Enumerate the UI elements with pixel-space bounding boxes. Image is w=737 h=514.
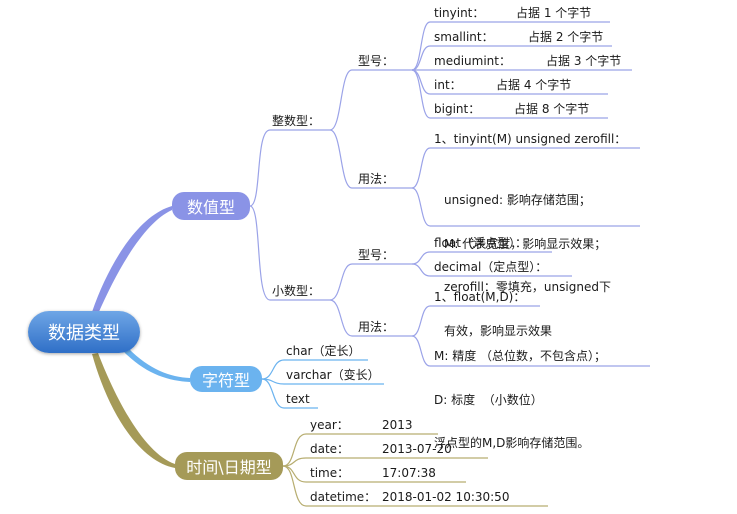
decimal-node: 小数型： [272, 284, 321, 298]
usage-line: zerofill：零填充，unsigned下 [444, 280, 611, 294]
string-item: char（定长） [286, 344, 361, 358]
int-type-desc: 占据 2 个字节 [528, 30, 604, 44]
string-subtree-lines [261, 359, 384, 409]
numeric-node: 数值型 [172, 192, 250, 220]
datetime-item-example: 2013-07-20 [382, 442, 452, 456]
usage-line: M: 代表宽度，影响显示效果； [444, 236, 607, 251]
decimal-usage-label: 用法： [358, 320, 395, 334]
integer-usage-lines: unsigned: 影响存储范围； M: 代表宽度，影响显示效果； zerofi… [444, 164, 611, 353]
integer-node: 整数型： [272, 114, 321, 128]
int-type-name: bigint： [434, 102, 481, 116]
int-type-name: smallint： [434, 30, 494, 44]
int-type-name: int： [434, 78, 462, 92]
numeric-subtree-lines [249, 21, 650, 367]
usage-line: D: 标度 （小数位） [434, 392, 543, 407]
datetime-subtree-lines [282, 433, 548, 507]
usage-line: M: 精度 （总位数，不包含点）； [434, 349, 607, 363]
int-type-desc: 占据 8 个字节 [514, 102, 590, 116]
usage-line: unsigned: 影响存储范围； [444, 193, 591, 207]
datetime-item-example: 2018-01-02 10:30:50 [382, 490, 510, 504]
integer-usage-label: 用法： [358, 172, 395, 186]
int-type-name: mediumint： [434, 54, 511, 68]
int-type-name: tinyint： [434, 6, 485, 20]
decimal-usage-lines: M: 精度 （总位数，不包含点）； D: 标度 （小数位） 浮点型的M,D影响存… [434, 320, 606, 465]
datetime-item-name: time： [310, 466, 350, 480]
decimal-usage-title: 1、float(M,D)： [434, 290, 526, 304]
datetime-item-example: 2013 [382, 418, 413, 432]
int-type-desc: 占据 1 个字节 [516, 6, 592, 20]
int-type-desc: 占据 4 个字节 [496, 78, 572, 92]
datetime-node: 时间\日期型 [175, 452, 283, 480]
float-type: float（浮点型）： [434, 236, 527, 250]
int-type-desc: 占据 3 个字节 [546, 54, 622, 68]
string-item: text [286, 392, 310, 406]
datetime-item-name: datetime： [310, 490, 377, 504]
string-branch-connector [124, 348, 190, 382]
datetime-item-name: date： [310, 442, 350, 456]
string-node: 字符型 [190, 366, 262, 392]
datetime-branch-connector [92, 353, 175, 468]
root-node: 数据类型 [28, 311, 140, 353]
numeric-branch-connector [92, 206, 172, 314]
integer-usage-title: 1、tinyint(M) unsigned zerofill： [434, 132, 627, 146]
decimal-type: decimal（定点型）： [434, 260, 548, 274]
usage-line: 有效，影响显示效果 [444, 323, 553, 338]
string-item: varchar（变长） [286, 368, 380, 382]
decimal-type-label: 型号： [358, 248, 395, 262]
integer-type-label: 型号： [358, 54, 395, 68]
datetime-item-example: 17:07:38 [382, 466, 436, 480]
usage-line: 浮点型的M,D影响存储范围。 [434, 436, 590, 450]
datetime-item-name: year： [310, 418, 349, 432]
